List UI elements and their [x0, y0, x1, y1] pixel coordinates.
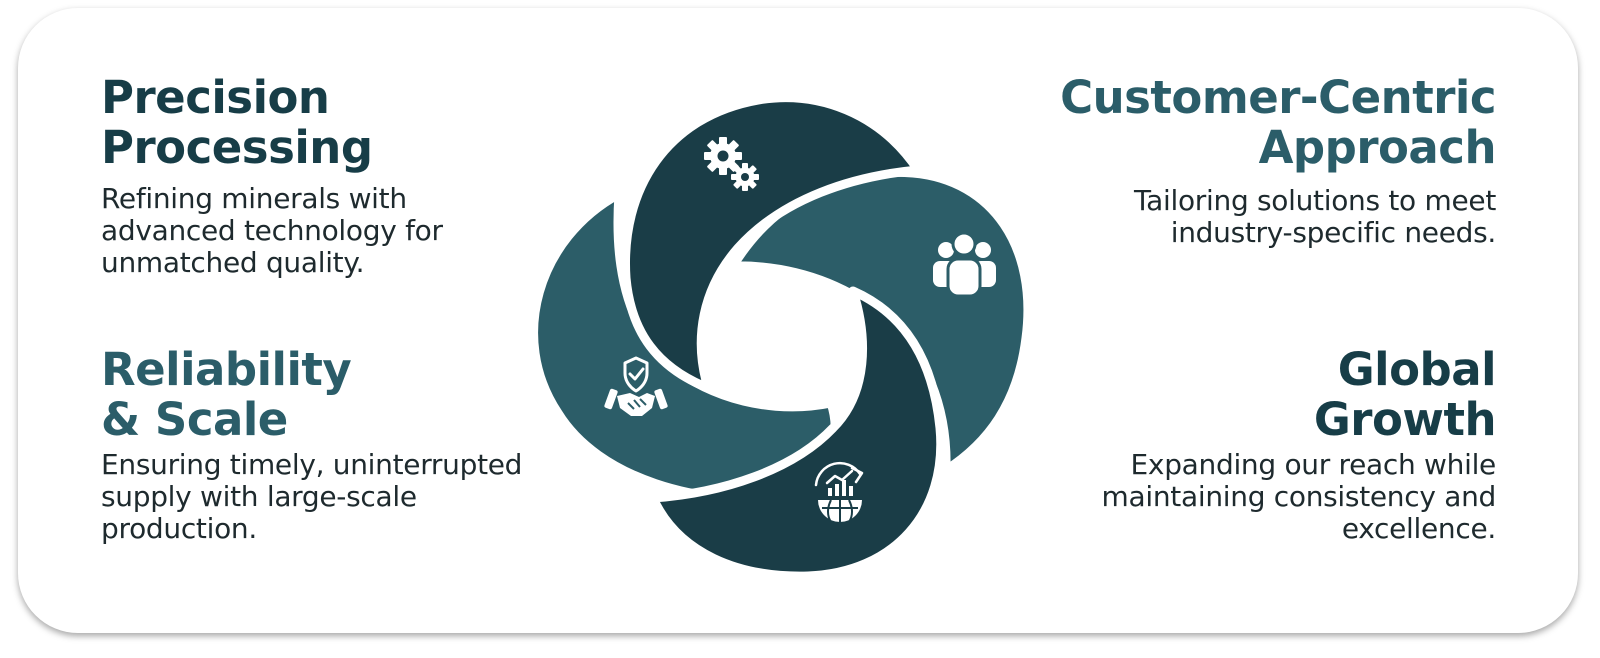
feature-precision-processing: Precision Processing Refining minerals w…	[101, 73, 581, 279]
feature-heading: Global Growth	[1313, 343, 1497, 446]
cycle-diagram	[529, 93, 1033, 581]
feature-global-growth: Global Growth Expanding our reach while …	[936, 343, 1497, 545]
handshake-shield-icon	[604, 356, 668, 416]
infographic-card: Precision Processing Refining minerals w…	[18, 8, 1578, 633]
feature-reliability-scale: Reliability & Scale Ensuring timely, uni…	[101, 345, 581, 545]
feature-heading: Reliability & Scale	[101, 343, 352, 446]
feature-description: Tailoring solutions to meet industry-spe…	[1133, 184, 1496, 249]
feature-description: Refining minerals with advanced technolo…	[101, 182, 443, 279]
feature-heading: Customer-Centric Approach	[1060, 71, 1496, 174]
feature-description: Ensuring timely, uninterrupted supply wi…	[101, 448, 523, 545]
petal-growth	[648, 286, 946, 581]
globe-growth-icon	[814, 461, 864, 523]
gears-icon	[704, 137, 759, 191]
feature-heading: Precision Processing	[101, 71, 373, 174]
petal-precision	[621, 93, 923, 393]
feature-customer-centric: Customer-Centric Approach Tailoring solu…	[936, 73, 1496, 249]
people-group-icon	[933, 231, 996, 298]
feature-description: Expanding our reach while maintaining co…	[1101, 448, 1497, 545]
